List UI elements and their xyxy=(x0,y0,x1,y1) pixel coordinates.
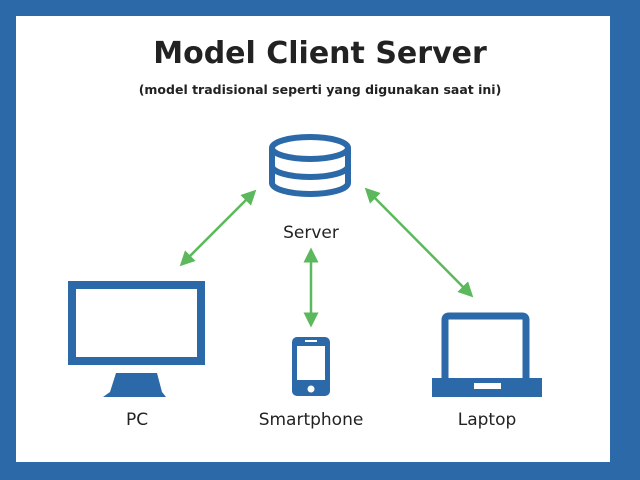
pc-label: PC xyxy=(125,410,149,430)
diagram-title: Model Client Server xyxy=(153,36,487,71)
arrow-server-pc xyxy=(179,189,257,267)
smartphone-icon xyxy=(292,337,330,396)
diagram-subtitle: (model tradisional seperti yang digunaka… xyxy=(138,82,502,97)
arrow-server-laptop xyxy=(364,187,474,298)
database-icon xyxy=(269,134,351,197)
laptop-icon xyxy=(432,312,542,397)
server-label: Server xyxy=(283,223,339,243)
laptop-label: Laptop xyxy=(457,410,517,430)
monitor-icon xyxy=(68,281,205,397)
smartphone-label: Smartphone xyxy=(258,410,364,430)
